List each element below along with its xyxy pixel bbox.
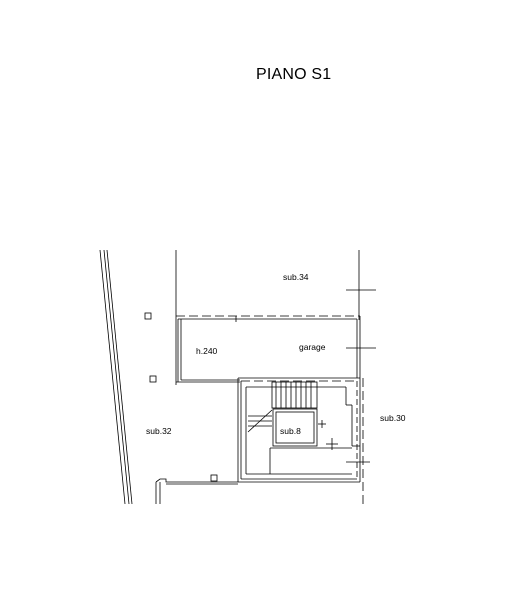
stair-block: [237, 377, 361, 483]
room-label-sub34: sub.34: [283, 272, 309, 282]
diagonal-wall: [99, 249, 133, 505]
pillar-lower: [149, 375, 157, 383]
room-label-height: h.240: [196, 346, 218, 356]
garage-walls: [176, 315, 376, 383]
room-label-sub32: sub.32: [146, 426, 172, 436]
pillar-upper: [144, 312, 152, 320]
room-label-sub8: sub.8: [280, 426, 301, 436]
sub30-boundary: [346, 378, 370, 504]
page-title: PIANO S1: [256, 66, 332, 83]
lower-wall: [155, 474, 238, 504]
sub34-boundary: [175, 250, 376, 385]
room-label-sub30: sub.30: [380, 413, 406, 423]
room-label-garage: garage: [299, 342, 326, 352]
